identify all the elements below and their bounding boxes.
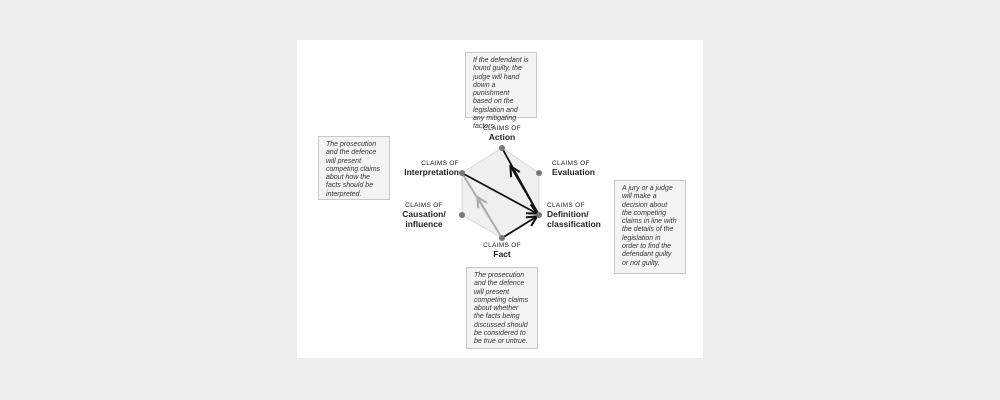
node-fact [499, 235, 505, 241]
claim-name: Fact [493, 249, 511, 259]
claim-prefix: CLAIMS OF [405, 202, 443, 209]
hexagon-diagram [459, 145, 542, 241]
claim-name: Causation/ influence [402, 209, 446, 229]
claim-name: Definition/ classification [547, 209, 601, 229]
arrow-fact-to-definition [501, 217, 536, 239]
claim-fact-label: CLAIMS OF Fact [472, 242, 532, 260]
node-definition [536, 212, 542, 218]
claim-action-label: CLAIMS OF Action [472, 125, 532, 143]
claim-definition-label: CLAIMS OF Definition/ classification [547, 202, 609, 229]
claim-evaluation-label: CLAIMS OF Evaluation [552, 160, 612, 178]
arrow-interpretation-to-definition [461, 172, 536, 213]
claim-prefix: CLAIMS OF [483, 125, 521, 132]
node-action [499, 145, 505, 151]
claim-prefix: CLAIMS OF [421, 160, 459, 167]
note-interpretation: The prosecution and the defence will pre… [318, 136, 390, 200]
claim-prefix: CLAIMS OF [552, 160, 590, 167]
claim-prefix: CLAIMS OF [547, 202, 585, 209]
note-punishment: If the defendant is found guilty, the ju… [465, 52, 537, 130]
node-evaluation [536, 170, 542, 176]
claim-name: Evaluation [552, 167, 595, 177]
arrow-light-head [478, 198, 491, 219]
claim-prefix: CLAIMS OF [483, 242, 521, 249]
node-interpretation [459, 170, 465, 176]
note-facts: The prosecution and the defence will pre… [466, 267, 538, 349]
node-causation [459, 212, 465, 218]
claim-causation-label: CLAIMS OF Causation/ influence [389, 202, 459, 229]
diagram-panel: If the defendant is found guilty, the ju… [297, 40, 703, 358]
claim-name: Interpretation [404, 167, 459, 177]
note-decision: A jury or a judge will make a decision a… [614, 180, 686, 274]
claim-interpretation-label: CLAIMS OF Interpretation [389, 160, 459, 178]
claim-name: Action [488, 132, 516, 142]
